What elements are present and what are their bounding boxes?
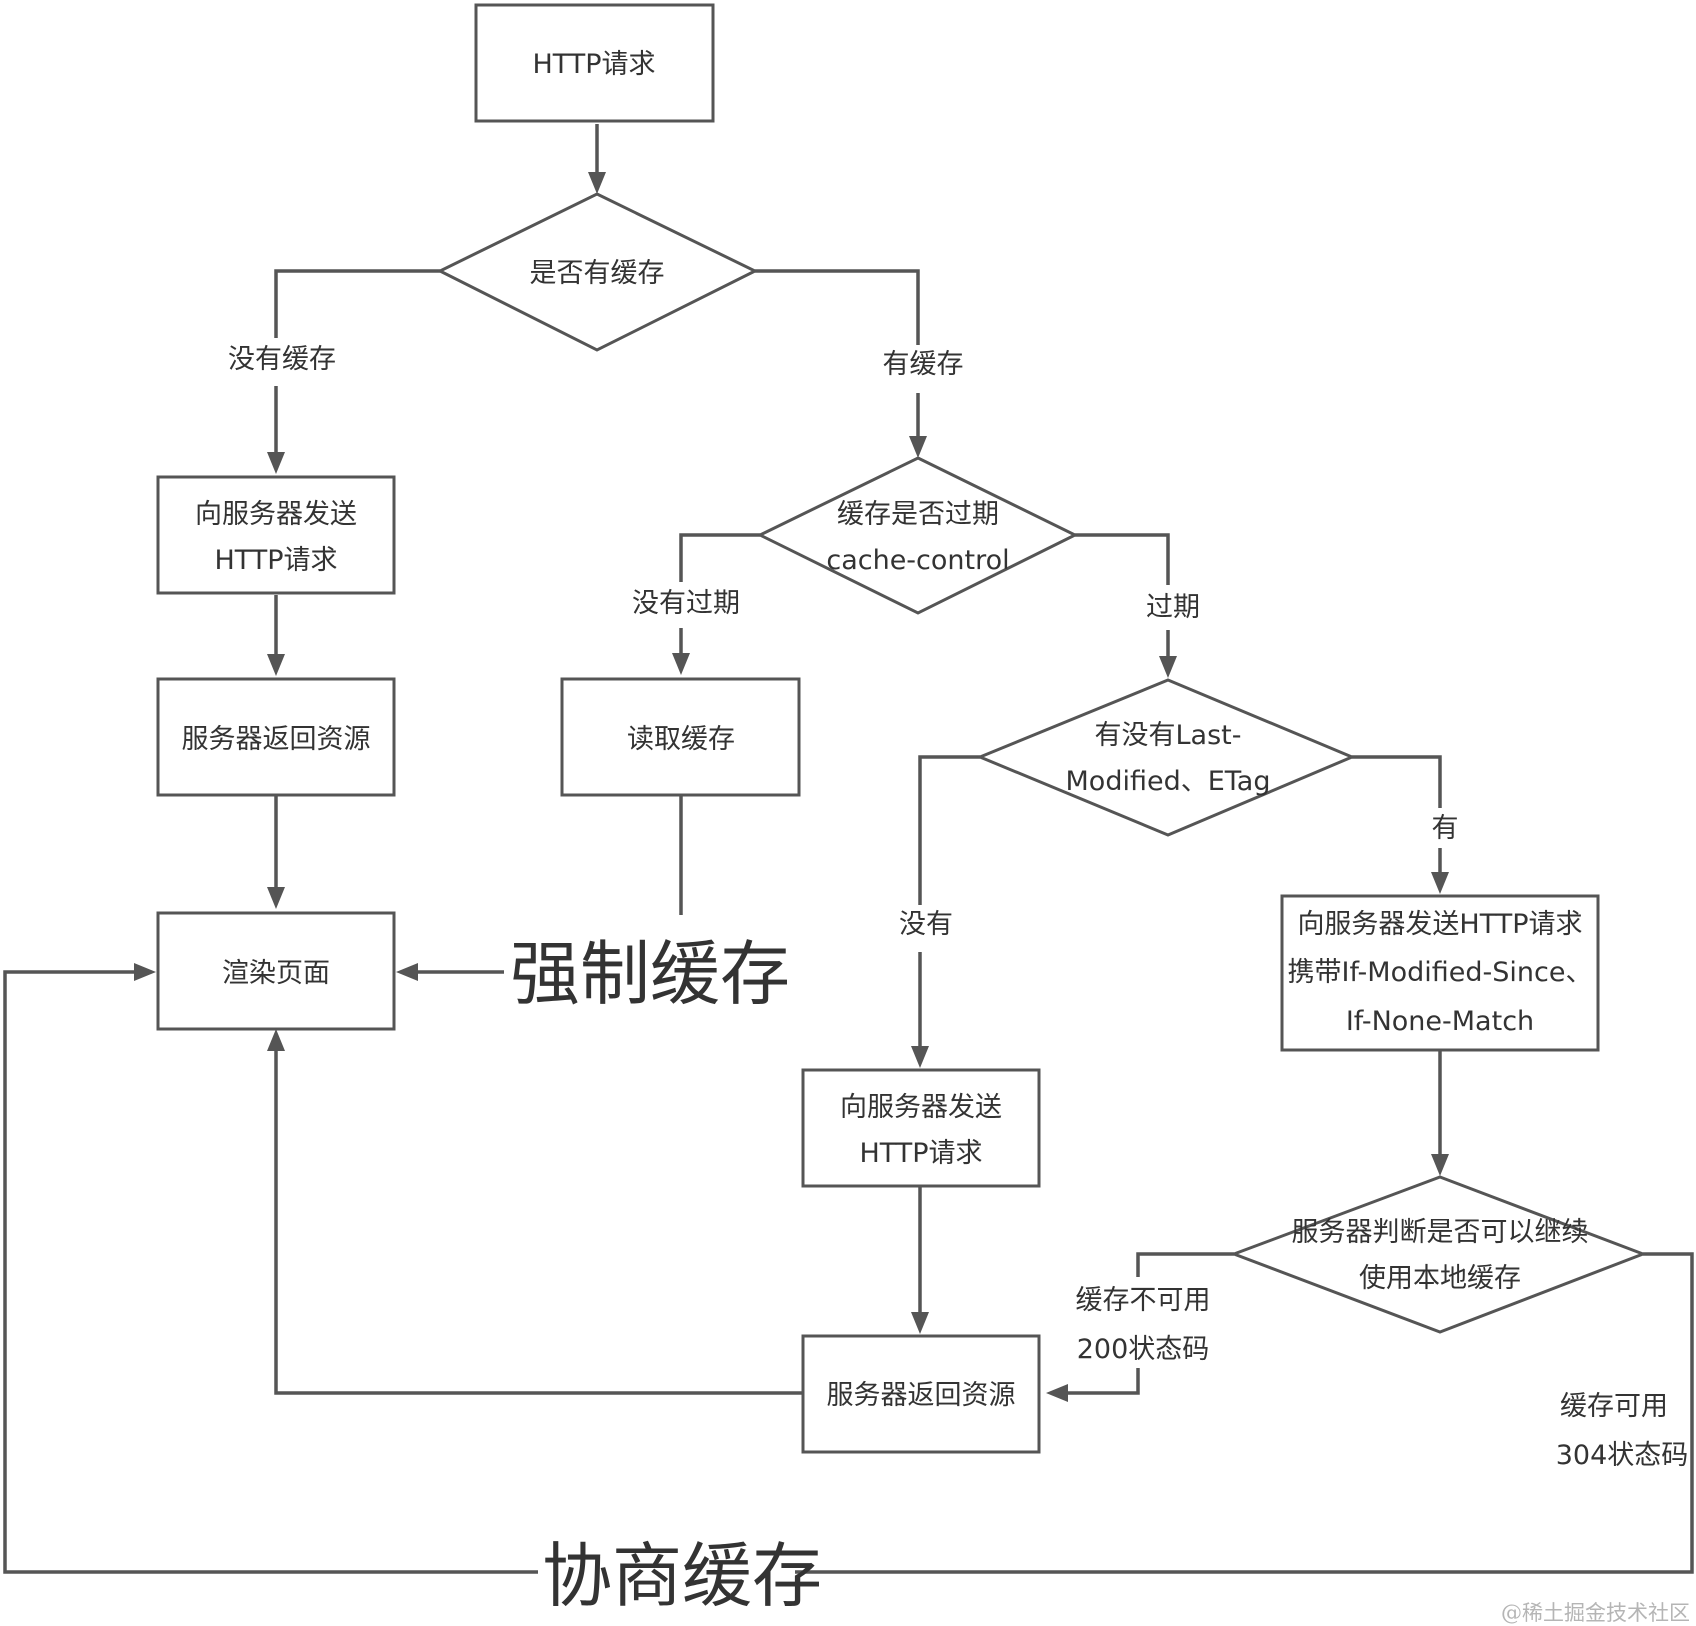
nodes: HTTP请求 是否有缓存 向服务器发送 HTTP请求 服务器返回资源 渲染页面 … xyxy=(156,3,1648,1454)
arrowhead xyxy=(588,172,606,194)
annotation-strong-cache: 强制缓存 xyxy=(510,933,790,1015)
edge-label-cache-available-line1: 缓存可用 xyxy=(1560,1391,1668,1422)
arrowhead xyxy=(396,963,418,981)
node-render-page-label: 渲染页面 xyxy=(222,958,330,989)
edge-label-yes: 有 xyxy=(1432,813,1459,844)
node-server-return-middle xyxy=(801,1334,1041,1454)
node-send-conditional-request-line2: 携带If-Modified-Since、 xyxy=(1288,957,1593,988)
decision-server-judge xyxy=(1229,1175,1648,1334)
edge-cache-unavailable xyxy=(1062,1252,1234,1395)
arrowhead xyxy=(1159,656,1177,678)
decision-cache-expired xyxy=(756,456,1079,615)
node-read-cache xyxy=(560,677,801,797)
arrowhead xyxy=(267,1029,285,1051)
edge-label-no-cache: 没有缓存 xyxy=(228,344,336,375)
arrowhead xyxy=(267,654,285,676)
edge-labels: 没有缓存 有缓存 没有过期 过期 没有 有 缓存不可用 200状态码 缓存可用 … xyxy=(228,344,1688,1471)
edge-has-cache xyxy=(755,269,920,442)
edge-label-not-expired: 没有过期 xyxy=(632,588,740,619)
edge-label-no: 没有 xyxy=(899,909,953,940)
node-http-request xyxy=(474,3,715,123)
node-send-request-left-line2: HTTP请求 xyxy=(214,545,337,576)
edge-no-cache xyxy=(274,269,440,458)
arrowhead xyxy=(909,436,927,458)
decision-has-cache xyxy=(436,192,759,352)
node-send-conditional-request xyxy=(1280,894,1600,1052)
edge-no-lm xyxy=(918,755,980,1052)
arrowhead xyxy=(1431,872,1449,894)
edge-yes-lm xyxy=(1352,755,1442,878)
edges xyxy=(3,124,1694,1574)
decision-server-judge-line1: 服务器判断是否可以继续 xyxy=(1292,1217,1589,1248)
decision-server-judge-line2: 使用本地缓存 xyxy=(1359,1263,1521,1294)
node-send-conditional-request-line1: 向服务器发送HTTP请求 xyxy=(1297,909,1582,940)
arrowhead xyxy=(1046,1384,1068,1402)
decision-has-lastmodified-etag-line1: 有没有Last- xyxy=(1095,720,1242,751)
node-send-request-left xyxy=(156,475,396,595)
edge-label-cache-unavailable-line2: 200状态码 xyxy=(1077,1334,1210,1365)
node-server-return-middle-label: 服务器返回资源 xyxy=(827,1380,1016,1411)
arrowhead xyxy=(672,653,690,675)
edge-label-expired: 过期 xyxy=(1146,592,1200,623)
decision-has-lastmodified-etag xyxy=(976,678,1356,837)
arrowhead xyxy=(911,1312,929,1334)
node-send-request-middle-line1: 向服务器发送 xyxy=(840,1092,1002,1123)
node-send-conditional-request-line3: If-None-Match xyxy=(1346,1006,1534,1037)
decision-cache-expired-line2: cache-control xyxy=(826,545,1009,576)
edge-cache-available xyxy=(3,970,1694,1574)
arrowhead xyxy=(911,1046,929,1068)
decision-cache-expired-line1: 缓存是否过期 xyxy=(837,499,999,530)
node-http-request-label: HTTP请求 xyxy=(532,49,655,80)
node-server-return-left-label: 服务器返回资源 xyxy=(182,724,371,755)
annotation-negotiated-cache: 协商缓存 xyxy=(542,1535,822,1617)
edge-return2-to-render xyxy=(274,1045,802,1395)
arrowhead xyxy=(1431,1154,1449,1176)
edge-label-cache-unavailable-line1: 缓存不可用 xyxy=(1076,1285,1211,1316)
edge-label-has-cache: 有缓存 xyxy=(883,349,964,380)
node-send-request-left-line1: 向服务器发送 xyxy=(195,499,357,530)
node-send-request-middle xyxy=(801,1068,1041,1188)
node-read-cache-label: 读取缓存 xyxy=(627,724,735,755)
arrowhead xyxy=(267,887,285,909)
decision-has-cache-label: 是否有缓存 xyxy=(530,258,665,289)
node-server-return-left xyxy=(156,677,396,797)
node-send-request-middle-line2: HTTP请求 xyxy=(859,1138,982,1169)
arrowhead xyxy=(267,452,285,474)
node-render-page xyxy=(156,911,396,1031)
decision-has-lastmodified-etag-line2: Modified、ETag xyxy=(1066,766,1271,797)
watermark: @稀土掘金技术社区 xyxy=(1501,1601,1690,1625)
arrowhead xyxy=(134,963,156,981)
edge-label-cache-available-line2: 304状态码 xyxy=(1556,1440,1689,1471)
